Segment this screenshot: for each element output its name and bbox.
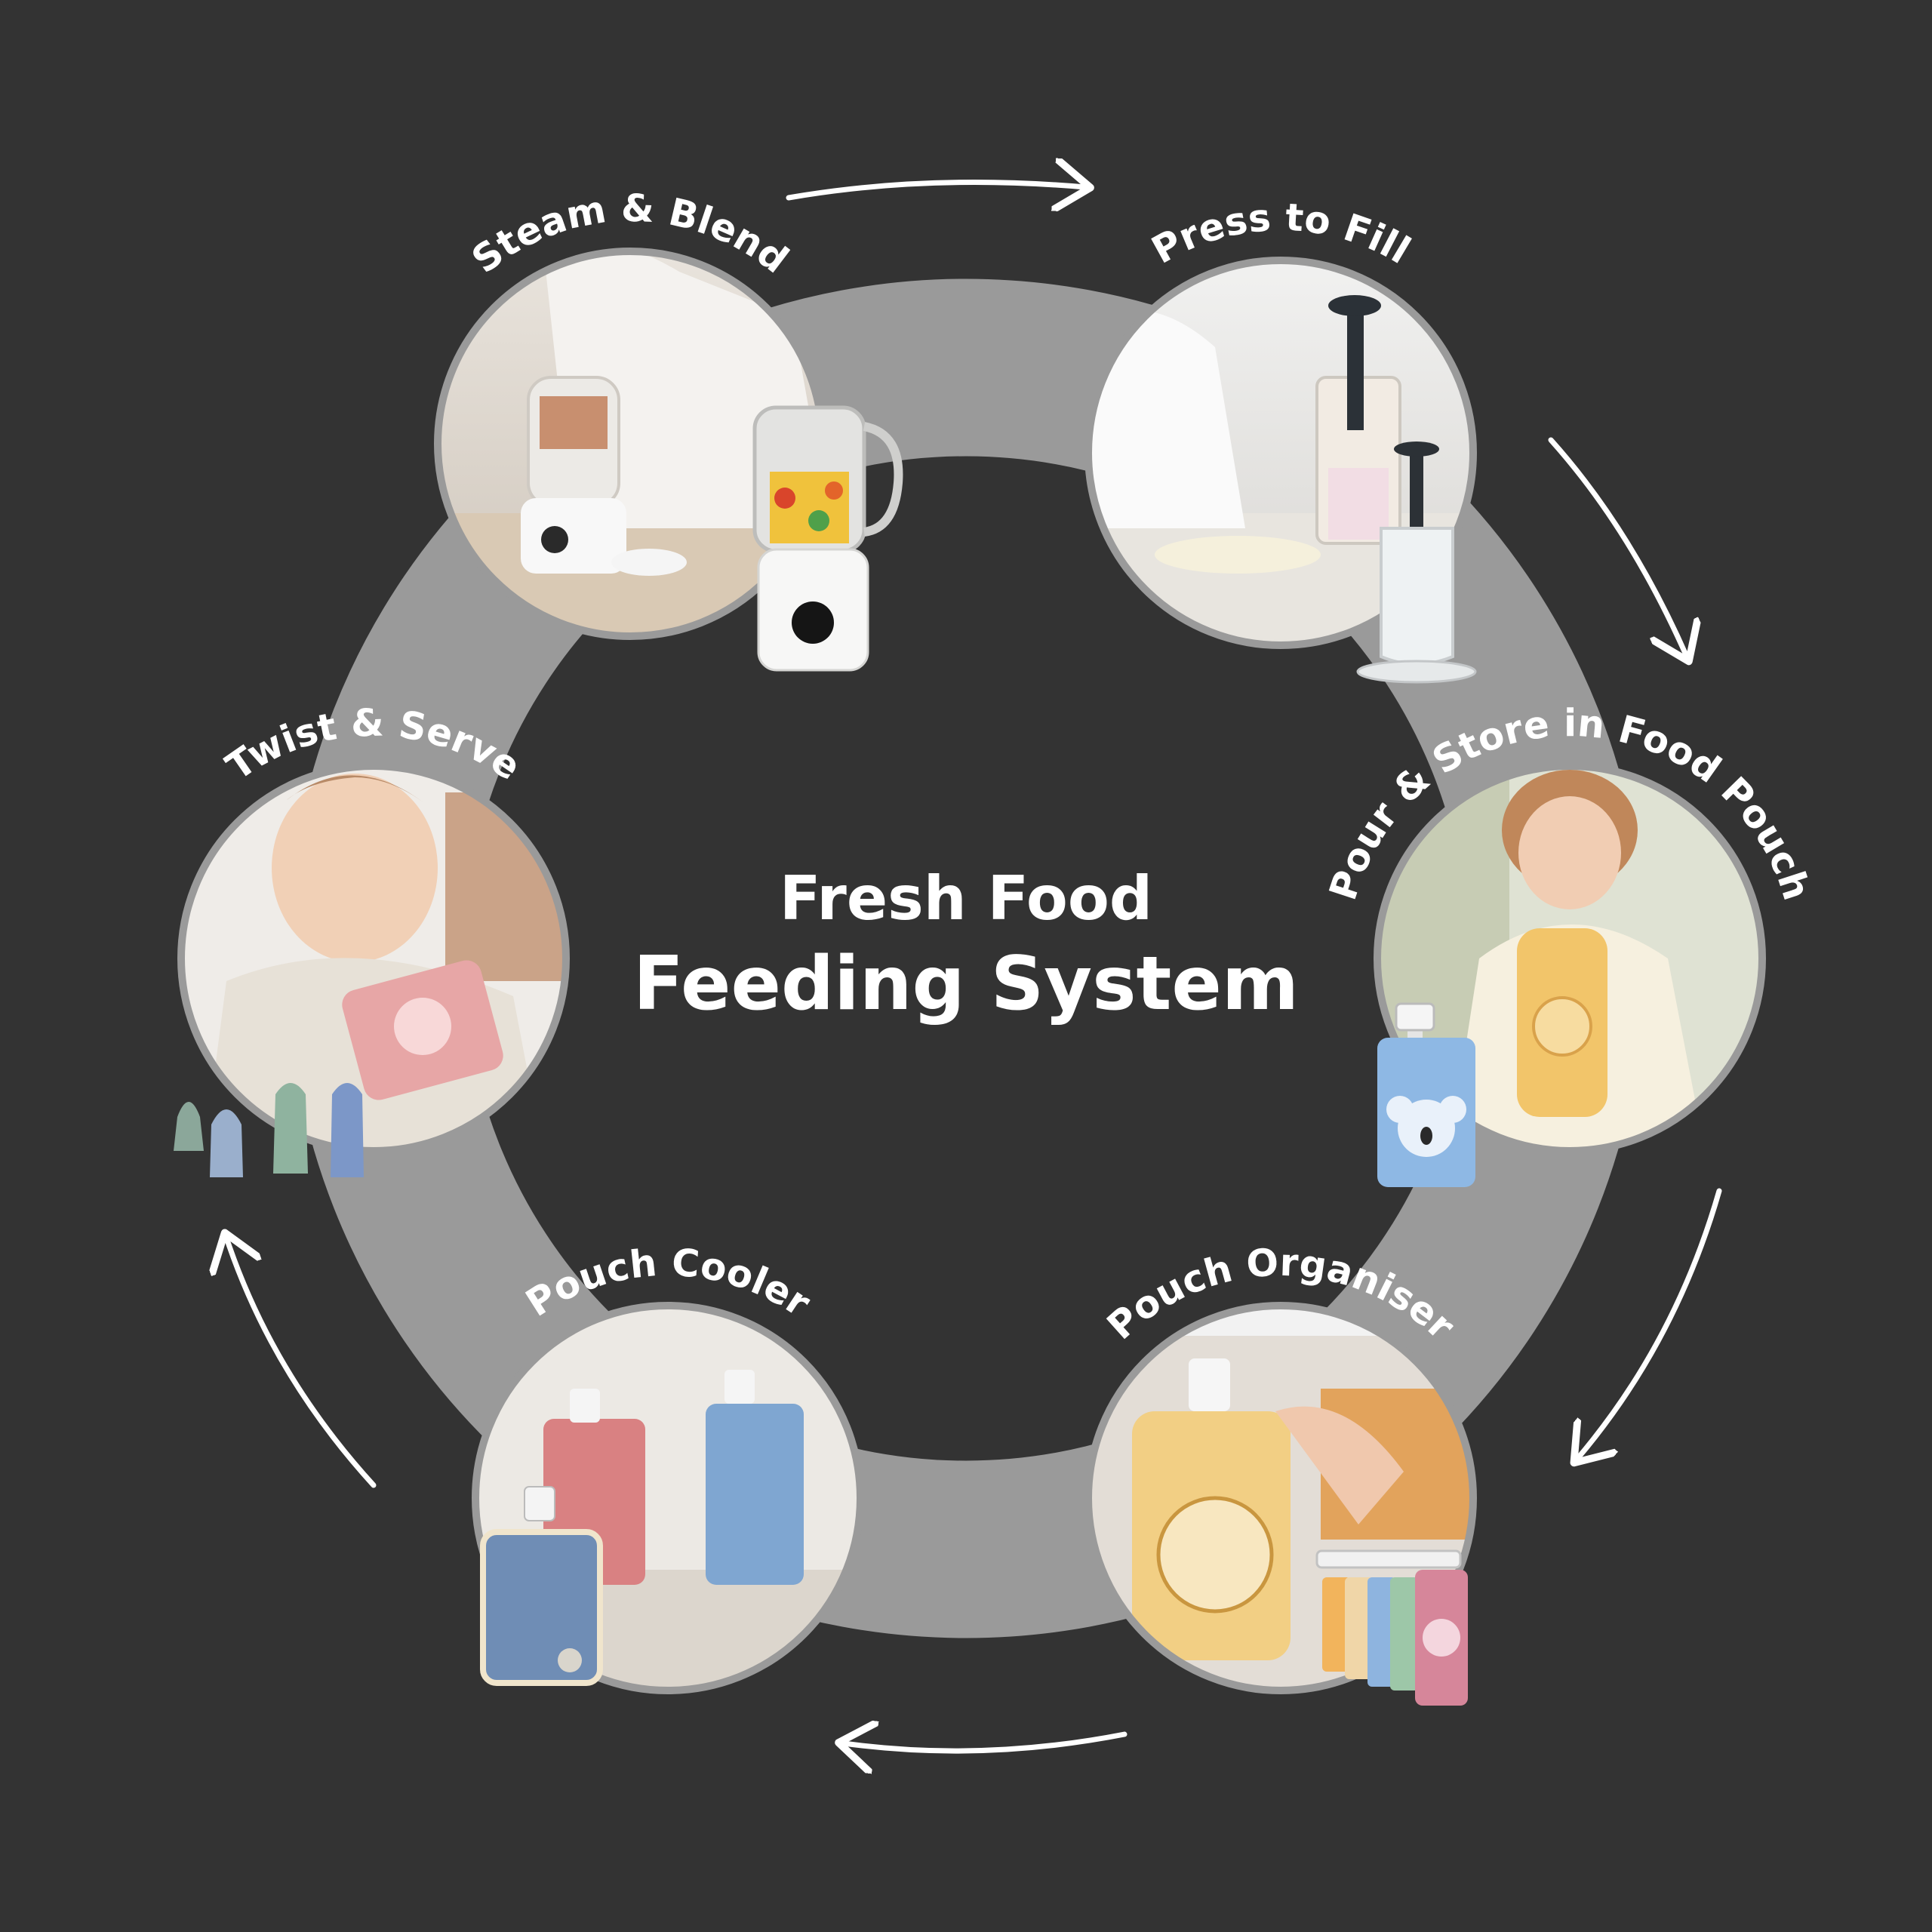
koala-pouch-product-icon	[1377, 1002, 1475, 1187]
cooler-product-icon	[480, 1486, 603, 1686]
arrow-3-to-4	[1577, 1188, 1722, 1459]
arrow-4-to-5	[844, 1734, 1128, 1751]
arrow-2-to-3	[1548, 437, 1687, 657]
step-pouch-organiser: Pouch Organiser	[1084, 1240, 1477, 1706]
child-pouch-photo	[1377, 766, 1762, 1151]
flow-arrows	[226, 183, 1722, 1752]
step-circle-border	[1084, 257, 1477, 649]
arrow-5-to-6	[226, 1238, 377, 1488]
step-circle-border	[1084, 1302, 1477, 1694]
arrow-1-to-2	[786, 183, 1085, 198]
step-pour-store: Pour & Store in Food Pouch	[1321, 701, 1819, 1187]
step-circle-border	[1374, 762, 1766, 1155]
organiser-rack-product-icon	[1315, 1549, 1468, 1706]
organiser-photo	[1088, 1306, 1473, 1690]
baby-spoon-photo	[181, 766, 566, 1151]
title-line2: Feeding System	[633, 941, 1299, 1027]
step-pouch-cooler: Pouch Cooler	[472, 1241, 864, 1694]
step-circle-border	[177, 762, 570, 1155]
step-circle-border	[472, 1302, 864, 1694]
title-line1: Fresh Food	[780, 863, 1152, 934]
press-tool-product-icon	[1356, 441, 1477, 684]
spoon-tips-product-icon	[174, 1083, 364, 1177]
blender-product-icon	[752, 405, 903, 672]
step-press-to-fill: Press to Fill	[1084, 195, 1477, 684]
press-fill-photo	[1088, 260, 1473, 645]
step-twist-serve: Twist & Serve	[174, 701, 570, 1177]
